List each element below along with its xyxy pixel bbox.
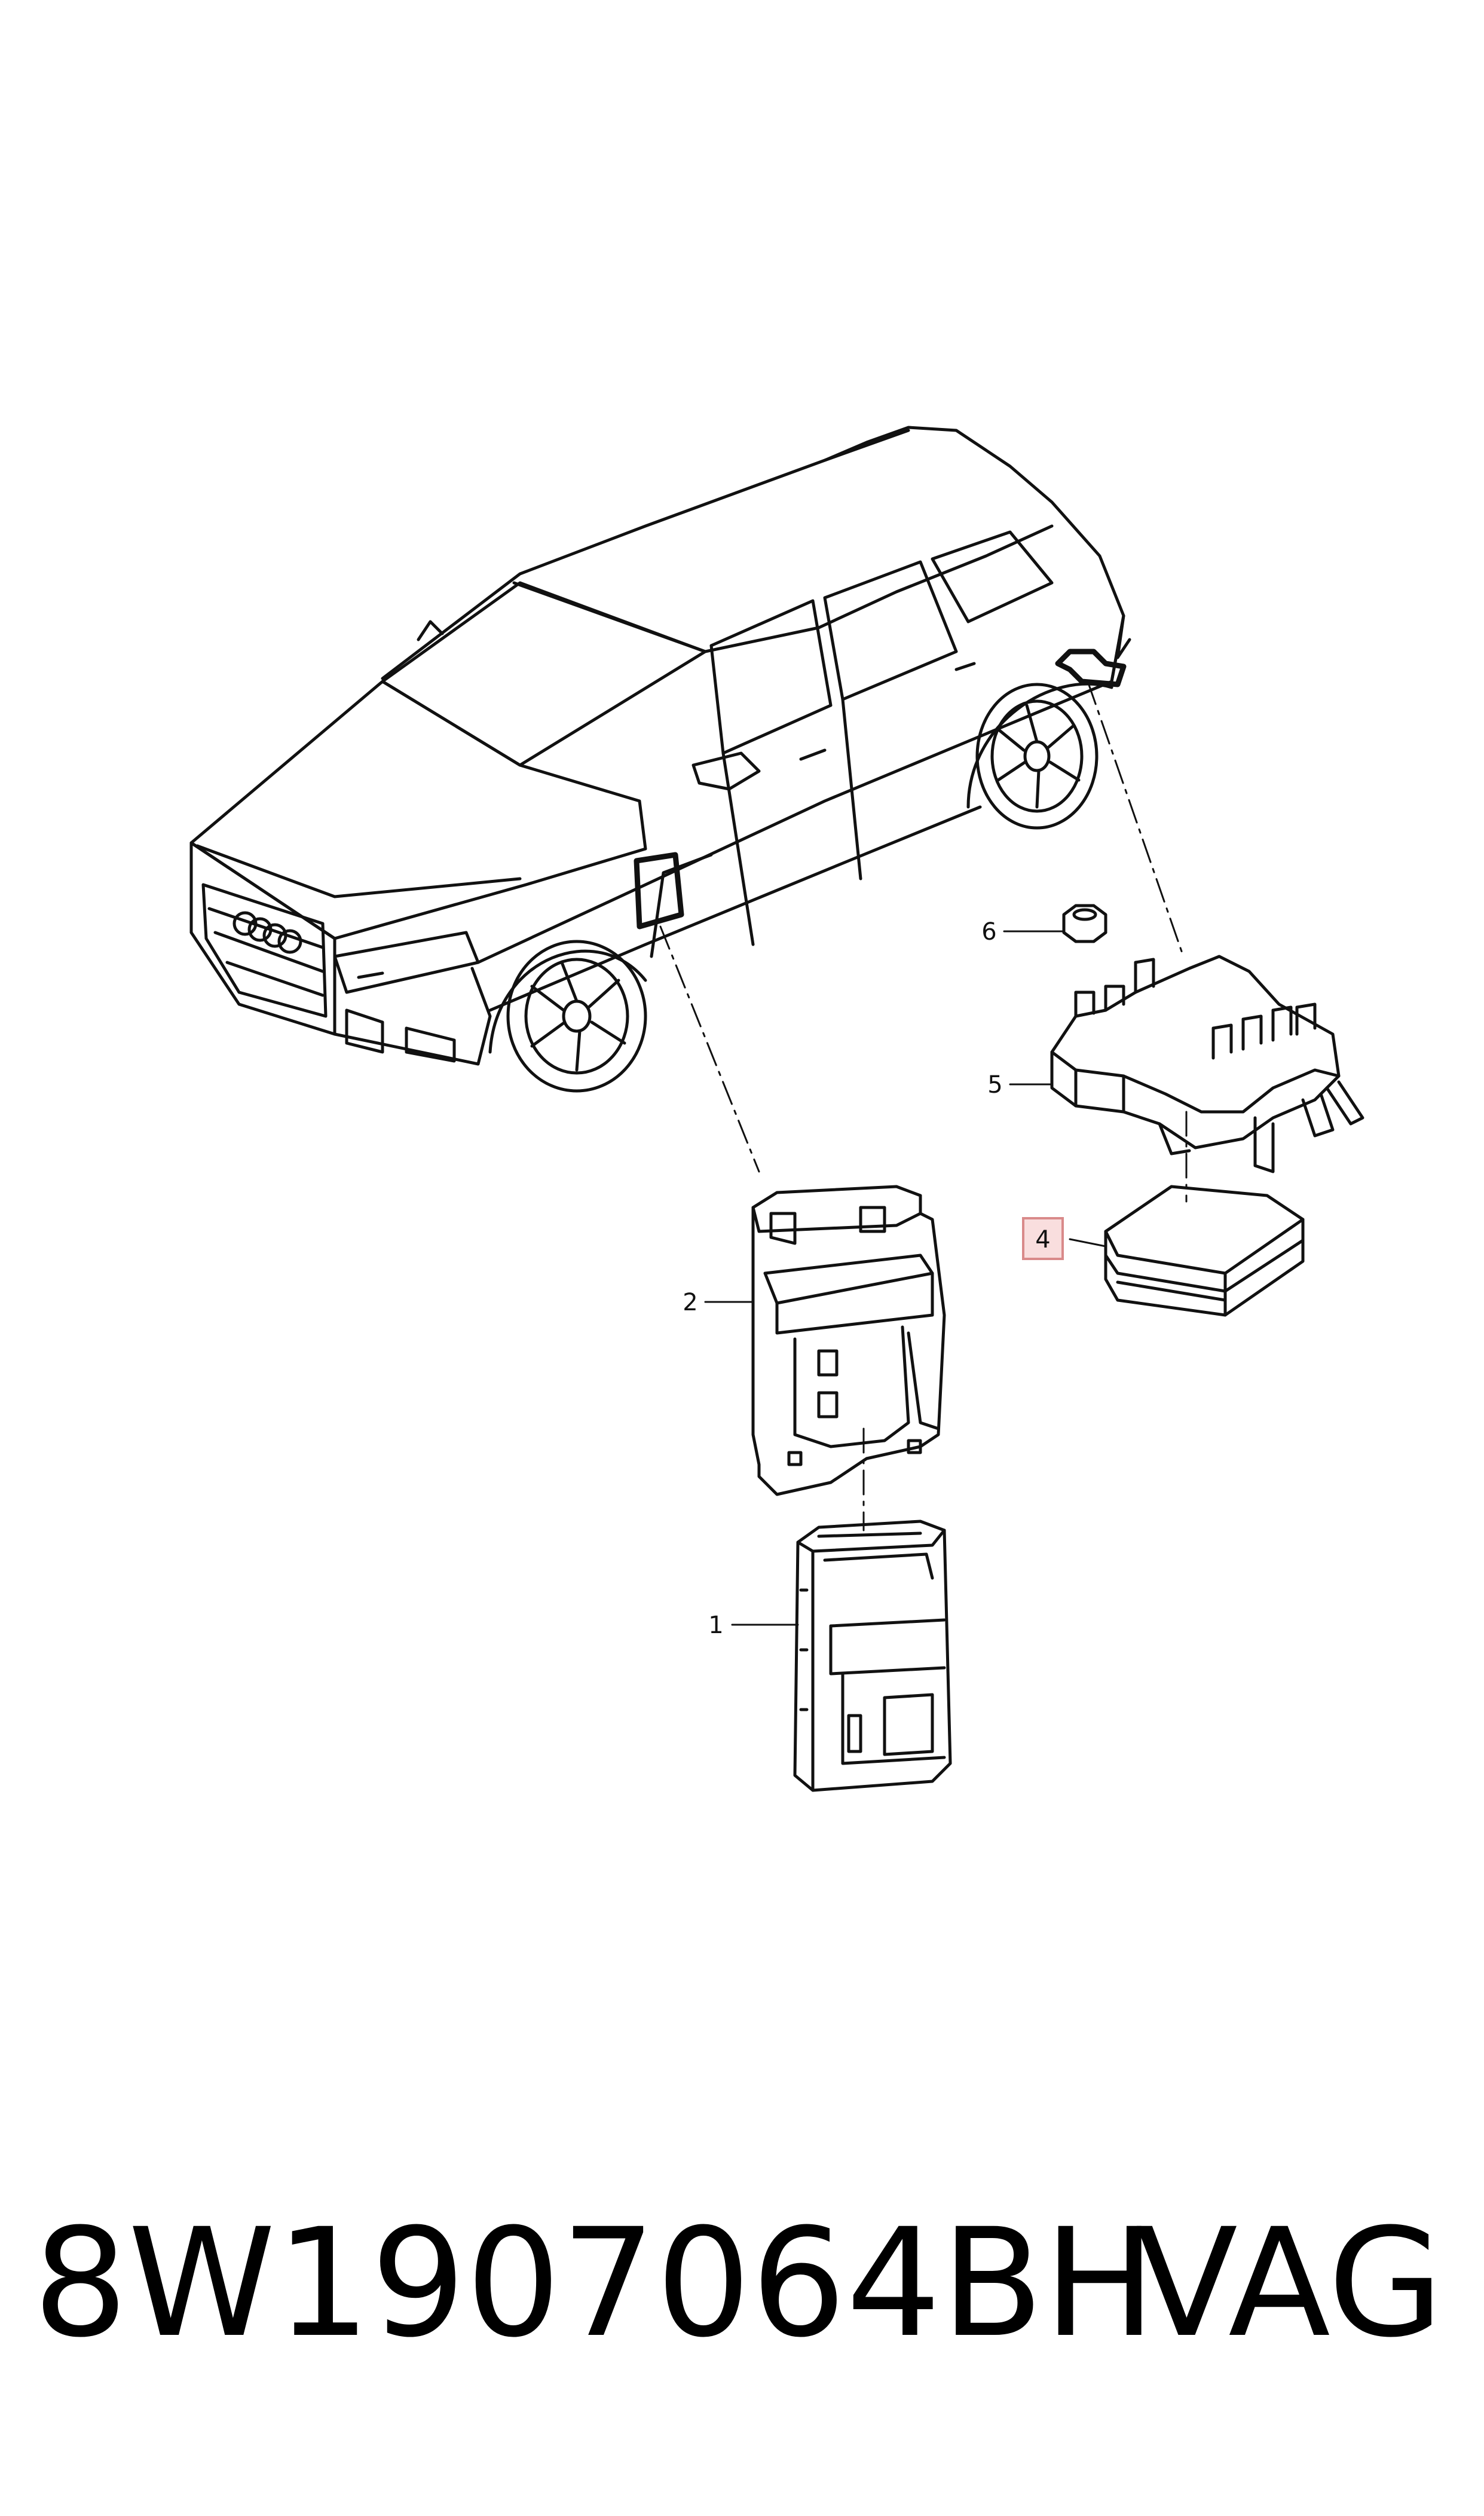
rear-wheel [975, 683, 1099, 830]
part-1-control-unit [793, 1520, 952, 1792]
callout-5[interactable]: 5 [987, 1071, 1002, 1099]
part-5-bracket [1050, 955, 1364, 1173]
callout-4-highlight [1022, 1217, 1064, 1260]
part-4-module [1104, 1185, 1305, 1317]
part-6-nut [1062, 904, 1107, 943]
callout-6[interactable]: 6 [981, 918, 996, 946]
vehicle-illustration [189, 426, 1131, 1093]
part-number-label: 8W1907064BH [33, 2196, 1156, 2370]
part-2-holder [751, 1185, 946, 1496]
brand-label: VAG [1136, 2196, 1444, 2370]
callout-leaders [704, 930, 1107, 1626]
callout-4[interactable]: 4 [1035, 1226, 1050, 1254]
leader-lines [659, 680, 1188, 1531]
callout-2[interactable]: 2 [683, 1289, 697, 1316]
brand-rings-logo [232, 911, 302, 954]
callout-1[interactable]: 1 [708, 1612, 723, 1639]
front-wheel [506, 940, 647, 1093]
